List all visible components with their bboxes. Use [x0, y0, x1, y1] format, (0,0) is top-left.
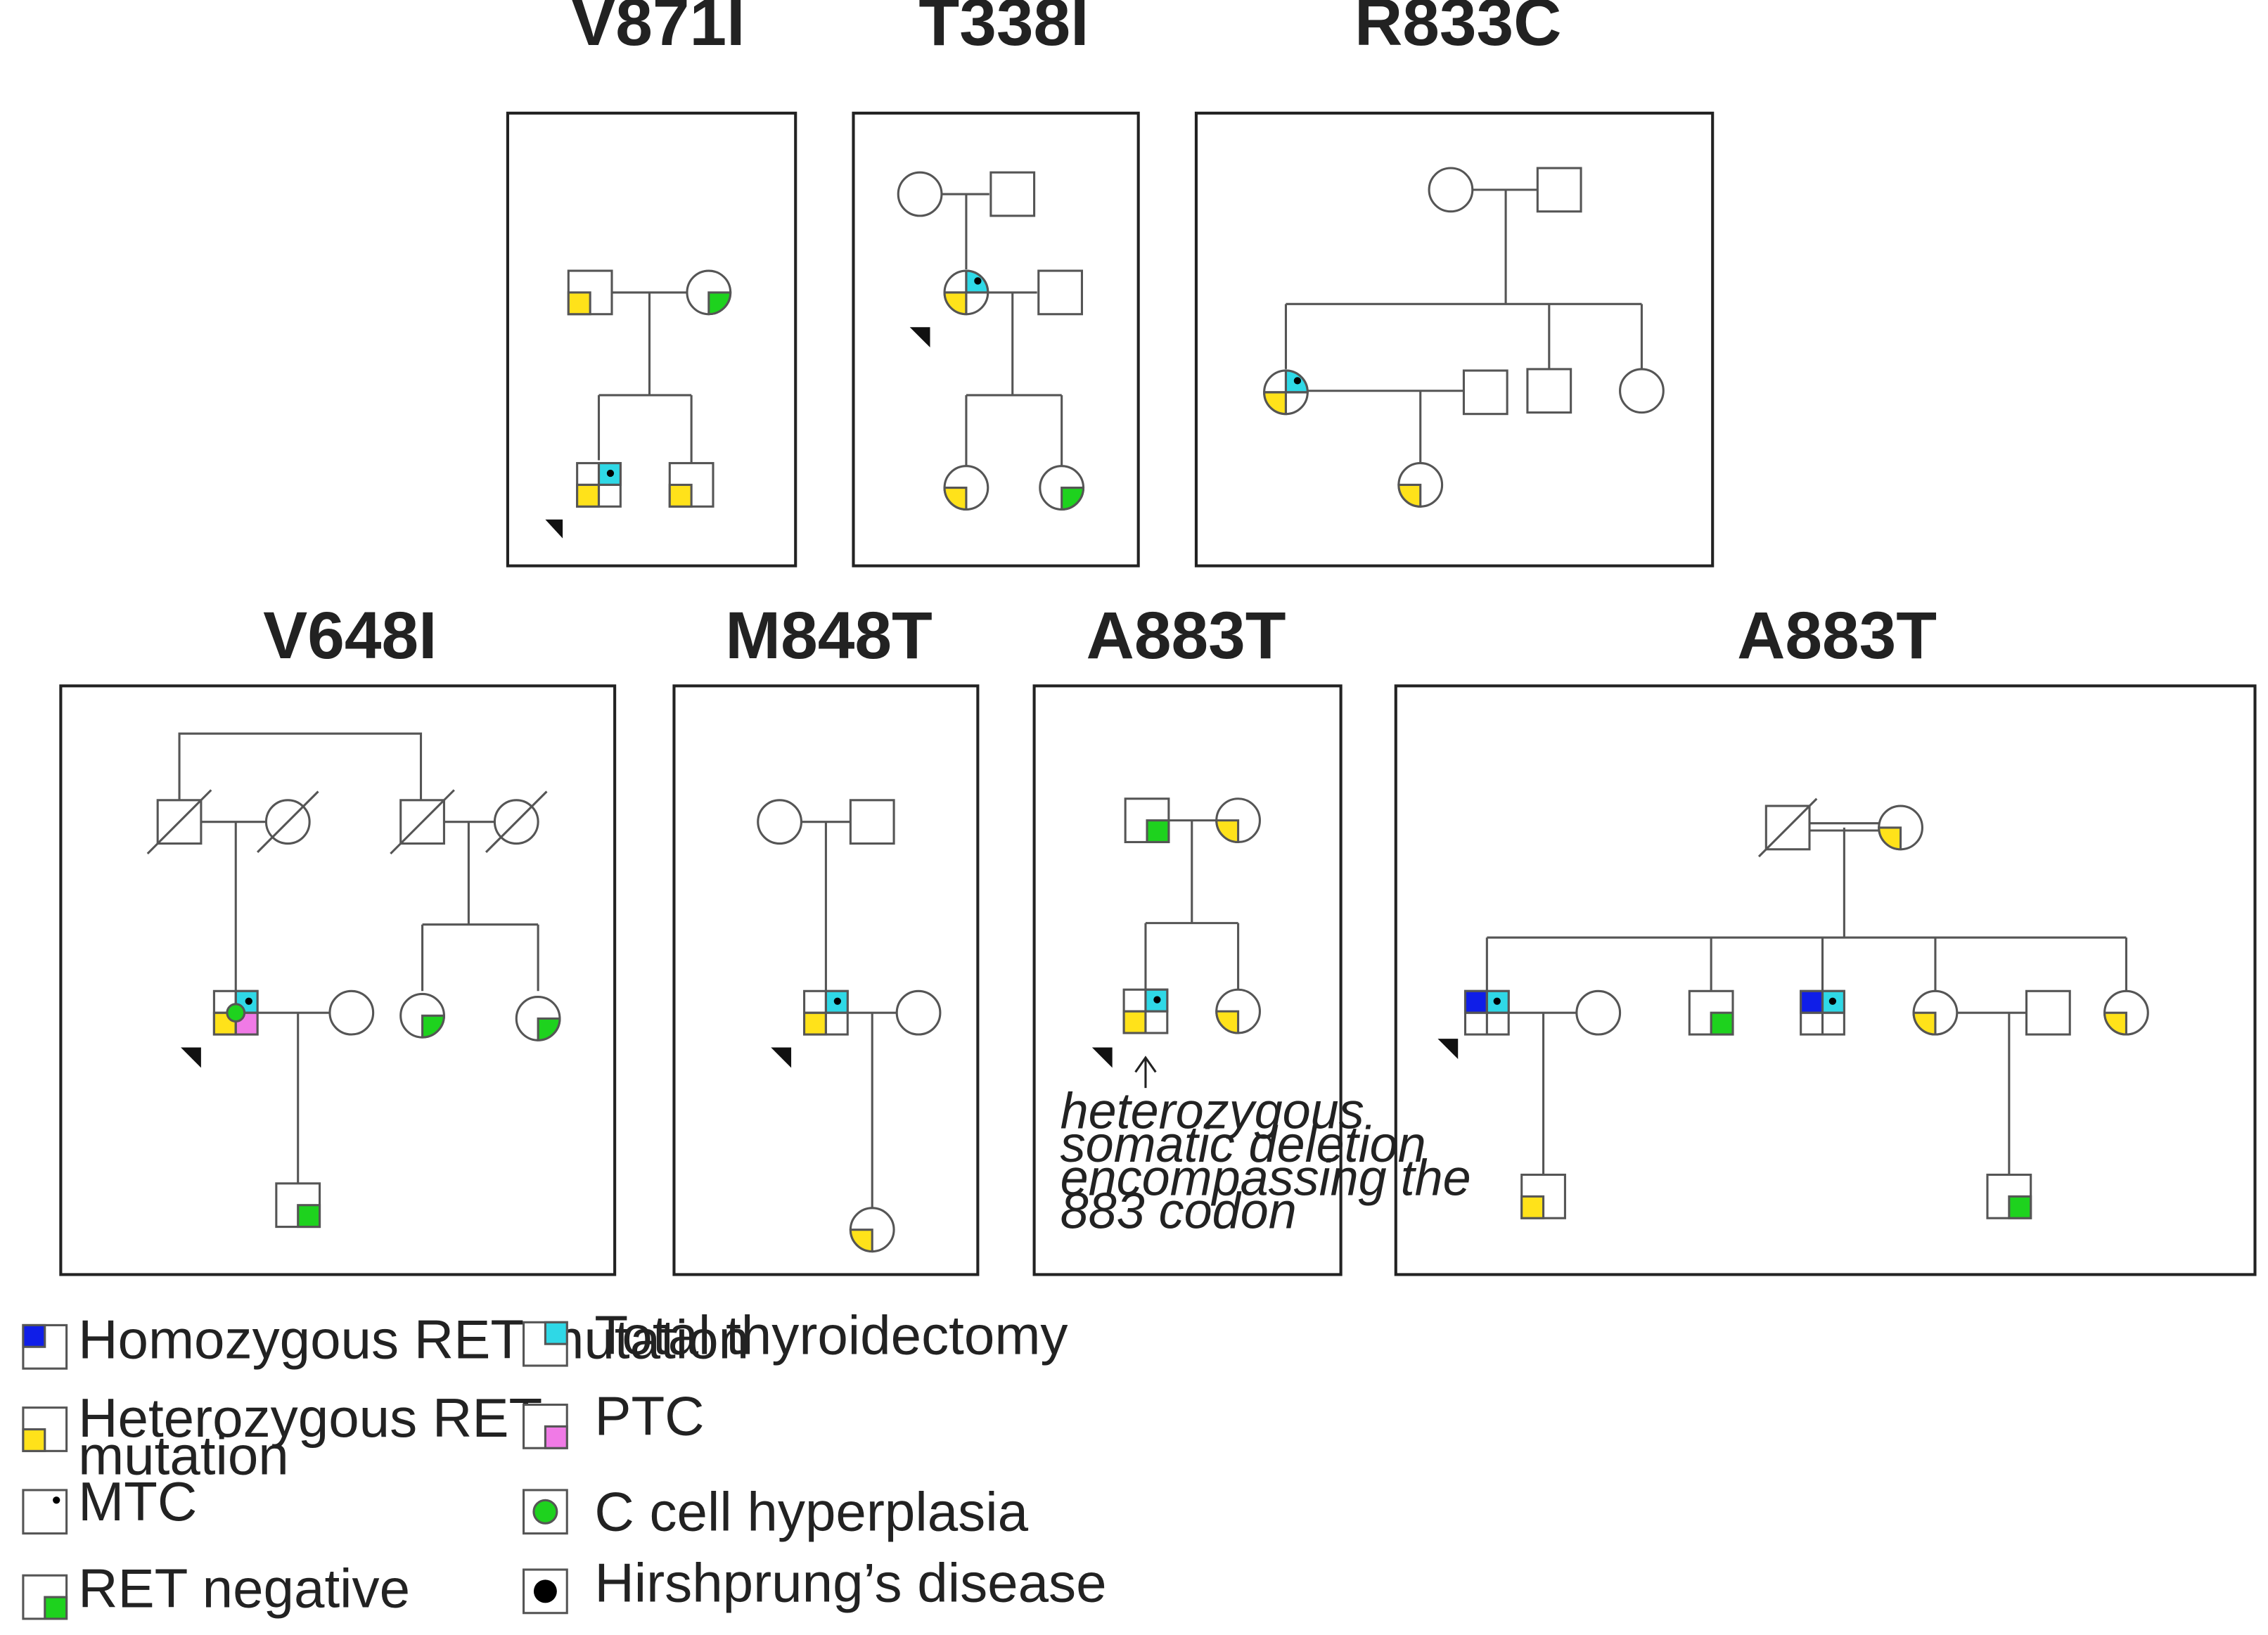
proband-arrow	[181, 1047, 201, 1068]
grandmother-circle	[897, 171, 943, 217]
legend-mtc-label: MTC	[78, 1470, 197, 1532]
deceased-grandmother-circle	[485, 790, 548, 853]
grandfather-square	[849, 799, 895, 845]
note-arrow	[1134, 1056, 1157, 1089]
father-square	[1124, 797, 1170, 844]
daughter-circle	[1039, 465, 1085, 511]
son-square	[275, 1182, 321, 1229]
legend-ptc-label: PTC	[594, 1385, 704, 1447]
deceased-grandfather-square	[390, 789, 455, 855]
pedigree-panel-t338i	[852, 111, 1140, 568]
deceased-grandmother-circle	[257, 790, 319, 853]
proband-square	[803, 989, 849, 1036]
pedigree-panel-v871i	[506, 111, 797, 568]
legend-homozygous-label: Homozygous RET mutation	[78, 1309, 749, 1371]
spouse-square	[1462, 369, 1508, 416]
pedigree-title-a883t-right: A883T	[1737, 598, 1937, 673]
pedigree-panel-a883t-left	[1032, 684, 1343, 1276]
sibling-circle	[2103, 989, 2149, 1036]
pedigree-panel-a883t-right	[1394, 684, 2257, 1276]
legend-ptc-symbol	[523, 1404, 568, 1449]
pedigree-panel-m848t	[672, 684, 980, 1276]
proband-arrow	[771, 1047, 792, 1068]
proband-square	[1122, 988, 1169, 1034]
daughter-circle	[849, 1207, 895, 1253]
legend-thyroidectomy-symbol	[523, 1321, 568, 1367]
spouse-square	[1037, 269, 1083, 316]
child-square	[1520, 1173, 1566, 1219]
sibling-square	[1526, 368, 1572, 414]
grandfather-square	[989, 171, 1036, 217]
spouse-square	[2025, 989, 2071, 1036]
cousin-circle	[399, 992, 445, 1039]
legend-heterozygous-label: Heterozygous RET mutation	[78, 1387, 558, 1486]
legend-c-cell-symbol	[523, 1489, 568, 1535]
pedigree-panel-r833c	[1194, 111, 1715, 568]
grandfather-square	[1536, 167, 1582, 213]
sibling-square	[1800, 989, 1845, 1036]
father-square	[567, 269, 613, 316]
child-square	[1986, 1173, 2032, 1219]
proband-square	[576, 462, 622, 508]
proband-circle	[943, 269, 989, 316]
legend-ret-negative-label: RET negative	[78, 1557, 410, 1619]
sibling-square	[668, 462, 715, 508]
proband-arrow	[909, 327, 930, 348]
proband-arrow	[545, 519, 563, 539]
somatic-deletion-note: heterozygous somatic deletion encompassi…	[1061, 1084, 1485, 1240]
deceased-grandfather-square	[146, 789, 212, 855]
deceased-grandfather-square	[1757, 797, 1818, 858]
legend-hirschsprung-label: Hirshprung’s disease	[594, 1551, 1106, 1613]
mother-circle	[1215, 797, 1261, 844]
proband-arrow	[1091, 1047, 1113, 1068]
pedigree-title-r833c: R833C	[1354, 0, 1561, 60]
daughter-circle	[1397, 462, 1444, 508]
pedigree-title-v648i: V648I	[263, 598, 437, 673]
pedigree-title-a883t-left: A883T	[1087, 598, 1286, 673]
spouse-circle	[328, 989, 375, 1036]
legend-homozygous-symbol	[22, 1323, 68, 1370]
grandmother-circle	[1878, 804, 1923, 851]
pedigree-title-t338i: T338I	[918, 0, 1089, 60]
proband-square	[1463, 989, 1510, 1036]
sibling-circle	[1619, 368, 1665, 414]
daughter-circle	[943, 465, 989, 511]
pedigree-title-m848t: M848T	[725, 598, 932, 673]
legend-c-cell-label: C cell hyperplasia	[594, 1480, 1028, 1542]
legend-heterozygous-symbol	[22, 1406, 68, 1452]
legend: Homozygous RET mutation Heterozygous RET…	[22, 1304, 1107, 1620]
sibling-circle	[1912, 989, 1959, 1036]
legend-thyroidectomy-label: Total thyroidectomy	[594, 1304, 1068, 1366]
pedigree-title-v871i: V871I	[571, 0, 745, 60]
cousin-circle	[515, 995, 561, 1041]
grandmother-circle	[757, 799, 802, 845]
legend-mtc-symbol	[22, 1489, 68, 1535]
sibling-circle	[1215, 988, 1261, 1034]
mother-circle	[686, 269, 732, 316]
sibling-square	[1688, 989, 1734, 1036]
proband-circle	[1263, 369, 1309, 416]
proband-arrow	[1437, 1039, 1459, 1059]
legend-hirschsprung-symbol	[523, 1568, 568, 1615]
proband-square	[212, 989, 259, 1036]
spouse-circle	[1575, 989, 1622, 1036]
spouse-circle	[895, 989, 942, 1036]
grandmother-circle	[1428, 167, 1474, 213]
legend-ret-negative-symbol	[22, 1574, 68, 1620]
pedigree-panel-v648i	[59, 684, 617, 1276]
